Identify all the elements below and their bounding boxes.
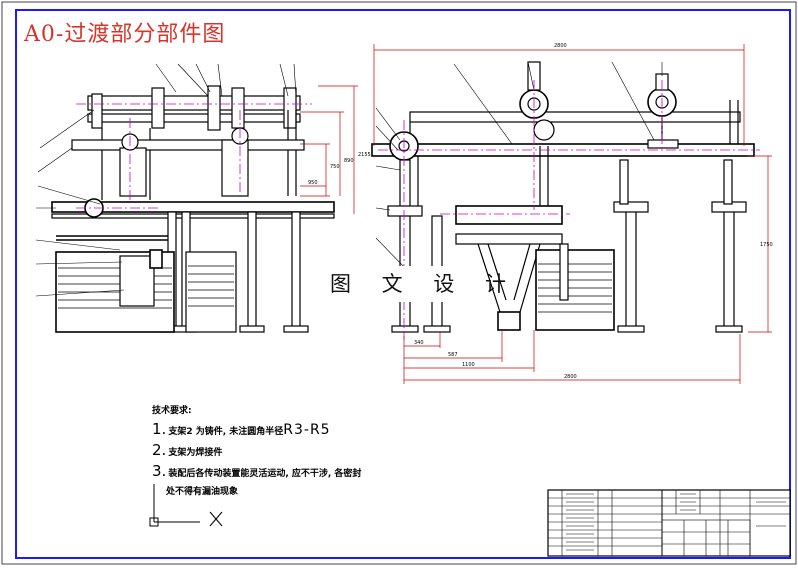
note-2-text: 支架为焊接件 [168, 448, 223, 458]
note-item-1: 1.支架2 为铸件, 未注圆角半径R3-R5 [152, 420, 361, 441]
drawing-border [15, 9, 791, 559]
note-2-number: 2. [152, 441, 167, 459]
right-dimension-lines [373, 44, 772, 384]
ucs-axis-icon [149, 484, 223, 527]
title-block [547, 489, 791, 557]
note-3-text: 装配后各传动装置能灵活运动, 应不干涉, 各密封 [168, 469, 362, 479]
right-view [371, 61, 755, 333]
dim-d2: 587 [448, 352, 458, 358]
dim-d4: 2800 [564, 374, 577, 380]
note-1-text: 支架2 为铸件, 未注圆角半径 [168, 427, 284, 437]
note-item-3: 3.装配后各传动装置能灵活运动, 应不干涉, 各密封 [152, 462, 361, 483]
notes-heading: 技术要求: [152, 406, 192, 416]
note-3-continuation: 处不得有漏油现象 [166, 487, 239, 497]
dim-left-h2: 890 [344, 158, 354, 164]
left-centerlines [76, 103, 312, 209]
dim-d1: 340 [414, 340, 424, 346]
technical-notes: 技术要求: 1.支架2 为铸件, 未注圆角半径R3-R5 2.支架为焊接件 3.… [152, 402, 361, 501]
left-view [35, 63, 335, 333]
watermark-text: 图 文 设 计 [322, 266, 506, 302]
dim-d3: 1100 [462, 362, 475, 368]
right-centerlines [378, 80, 760, 340]
dim-left-w: 950 [308, 180, 318, 186]
dim-left-h3: 750 [330, 164, 340, 170]
dim-right-h: 1750 [760, 242, 773, 248]
left-dimension-lines [300, 85, 358, 214]
drawing-title: A0-过渡部分部件图 [24, 22, 226, 47]
dim-top-span: 2800 [554, 43, 567, 49]
note-1-number: 1. [152, 420, 167, 438]
dim-left-h1: 2155 [358, 152, 371, 158]
note-1-suffix: R3-R5 [283, 422, 331, 438]
note-item-2: 2.支架为焊接件 [152, 441, 361, 462]
note-3-number: 3. [152, 462, 167, 480]
